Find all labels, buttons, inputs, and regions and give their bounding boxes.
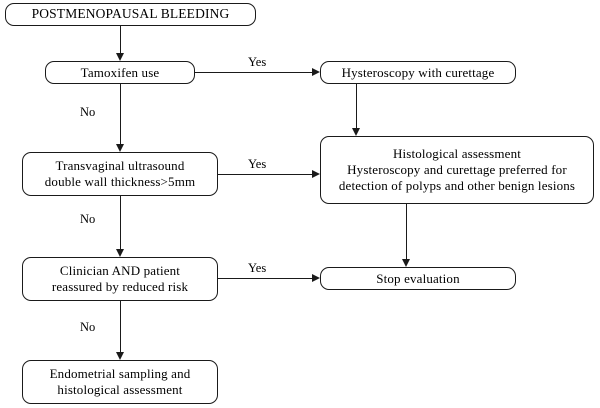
edge-clinician-yes-line [218,278,312,279]
node-hysteroscopy-with-curettage[interactable]: Hysteroscopy with curettage [320,61,516,84]
edge-label-no-tamoxifen: No [80,105,96,119]
edge-label-yes-tamoxifen: Yes [248,55,267,69]
node-transvaginal-ultrasound[interactable]: Transvaginal ultrasound double wall thic… [22,152,218,196]
node-histological-label: Histological assessment Hysteroscopy and… [338,146,576,193]
node-stop-label: Stop evaluation [376,270,460,286]
node-clinician-label: Clinician AND patient reassured by reduc… [51,263,189,294]
edge-histological-to-stop-line [406,204,407,259]
node-tamoxifen-use[interactable]: Tamoxifen use [45,61,195,84]
edge-label-no-transvaginal: No [80,212,96,226]
node-endometrial-sampling[interactable]: Endometrial sampling and histological as… [22,360,218,404]
edge-label-yes-clinician: Yes [248,261,267,275]
edge-clinician-no-arrow [115,352,124,360]
node-transvaginal-label: Transvaginal ultrasound double wall thic… [44,158,196,189]
edge-hysteroscopy-to-histological-arrow [351,128,360,136]
node-postmenopausal-bleeding[interactable]: POSTMENOPAUSAL BLEEDING [5,3,256,26]
edge-tamoxifen-no-arrow [115,144,124,152]
node-tamoxifen-label: Tamoxifen use [80,64,160,80]
node-stop-evaluation[interactable]: Stop evaluation [320,267,516,290]
edge-label-no-clinician: No [80,320,96,334]
edge-tamoxifen-yes-arrow [312,67,320,76]
edge-hysteroscopy-to-histological-line [356,84,357,128]
edge-transvaginal-yes-line [218,174,312,175]
edge-transvaginal-yes-arrow [312,169,320,178]
edge-clinician-no-line [120,301,121,352]
node-endometrial-label: Endometrial sampling and histological as… [49,366,191,397]
edge-transvaginal-no-line [120,196,121,249]
edge-tamoxifen-yes-line [195,72,312,73]
edge-label-yes-transvaginal: Yes [248,157,267,171]
edge-root-to-tamoxifen-line [120,26,121,53]
edge-histological-to-stop-arrow [401,259,410,267]
node-hysteroscopy-label: Hysteroscopy with curettage [341,64,495,80]
node-clinician-and-patient-reassured[interactable]: Clinician AND patient reassured by reduc… [22,257,218,301]
edge-root-to-tamoxifen-arrow [115,53,124,61]
edge-tamoxifen-no-line [120,84,121,144]
edge-clinician-yes-arrow [312,273,320,282]
edge-transvaginal-no-arrow [115,249,124,257]
node-root-label: POSTMENOPAUSAL BLEEDING [31,6,230,22]
node-histological-assessment[interactable]: Histological assessment Hysteroscopy and… [320,136,594,204]
